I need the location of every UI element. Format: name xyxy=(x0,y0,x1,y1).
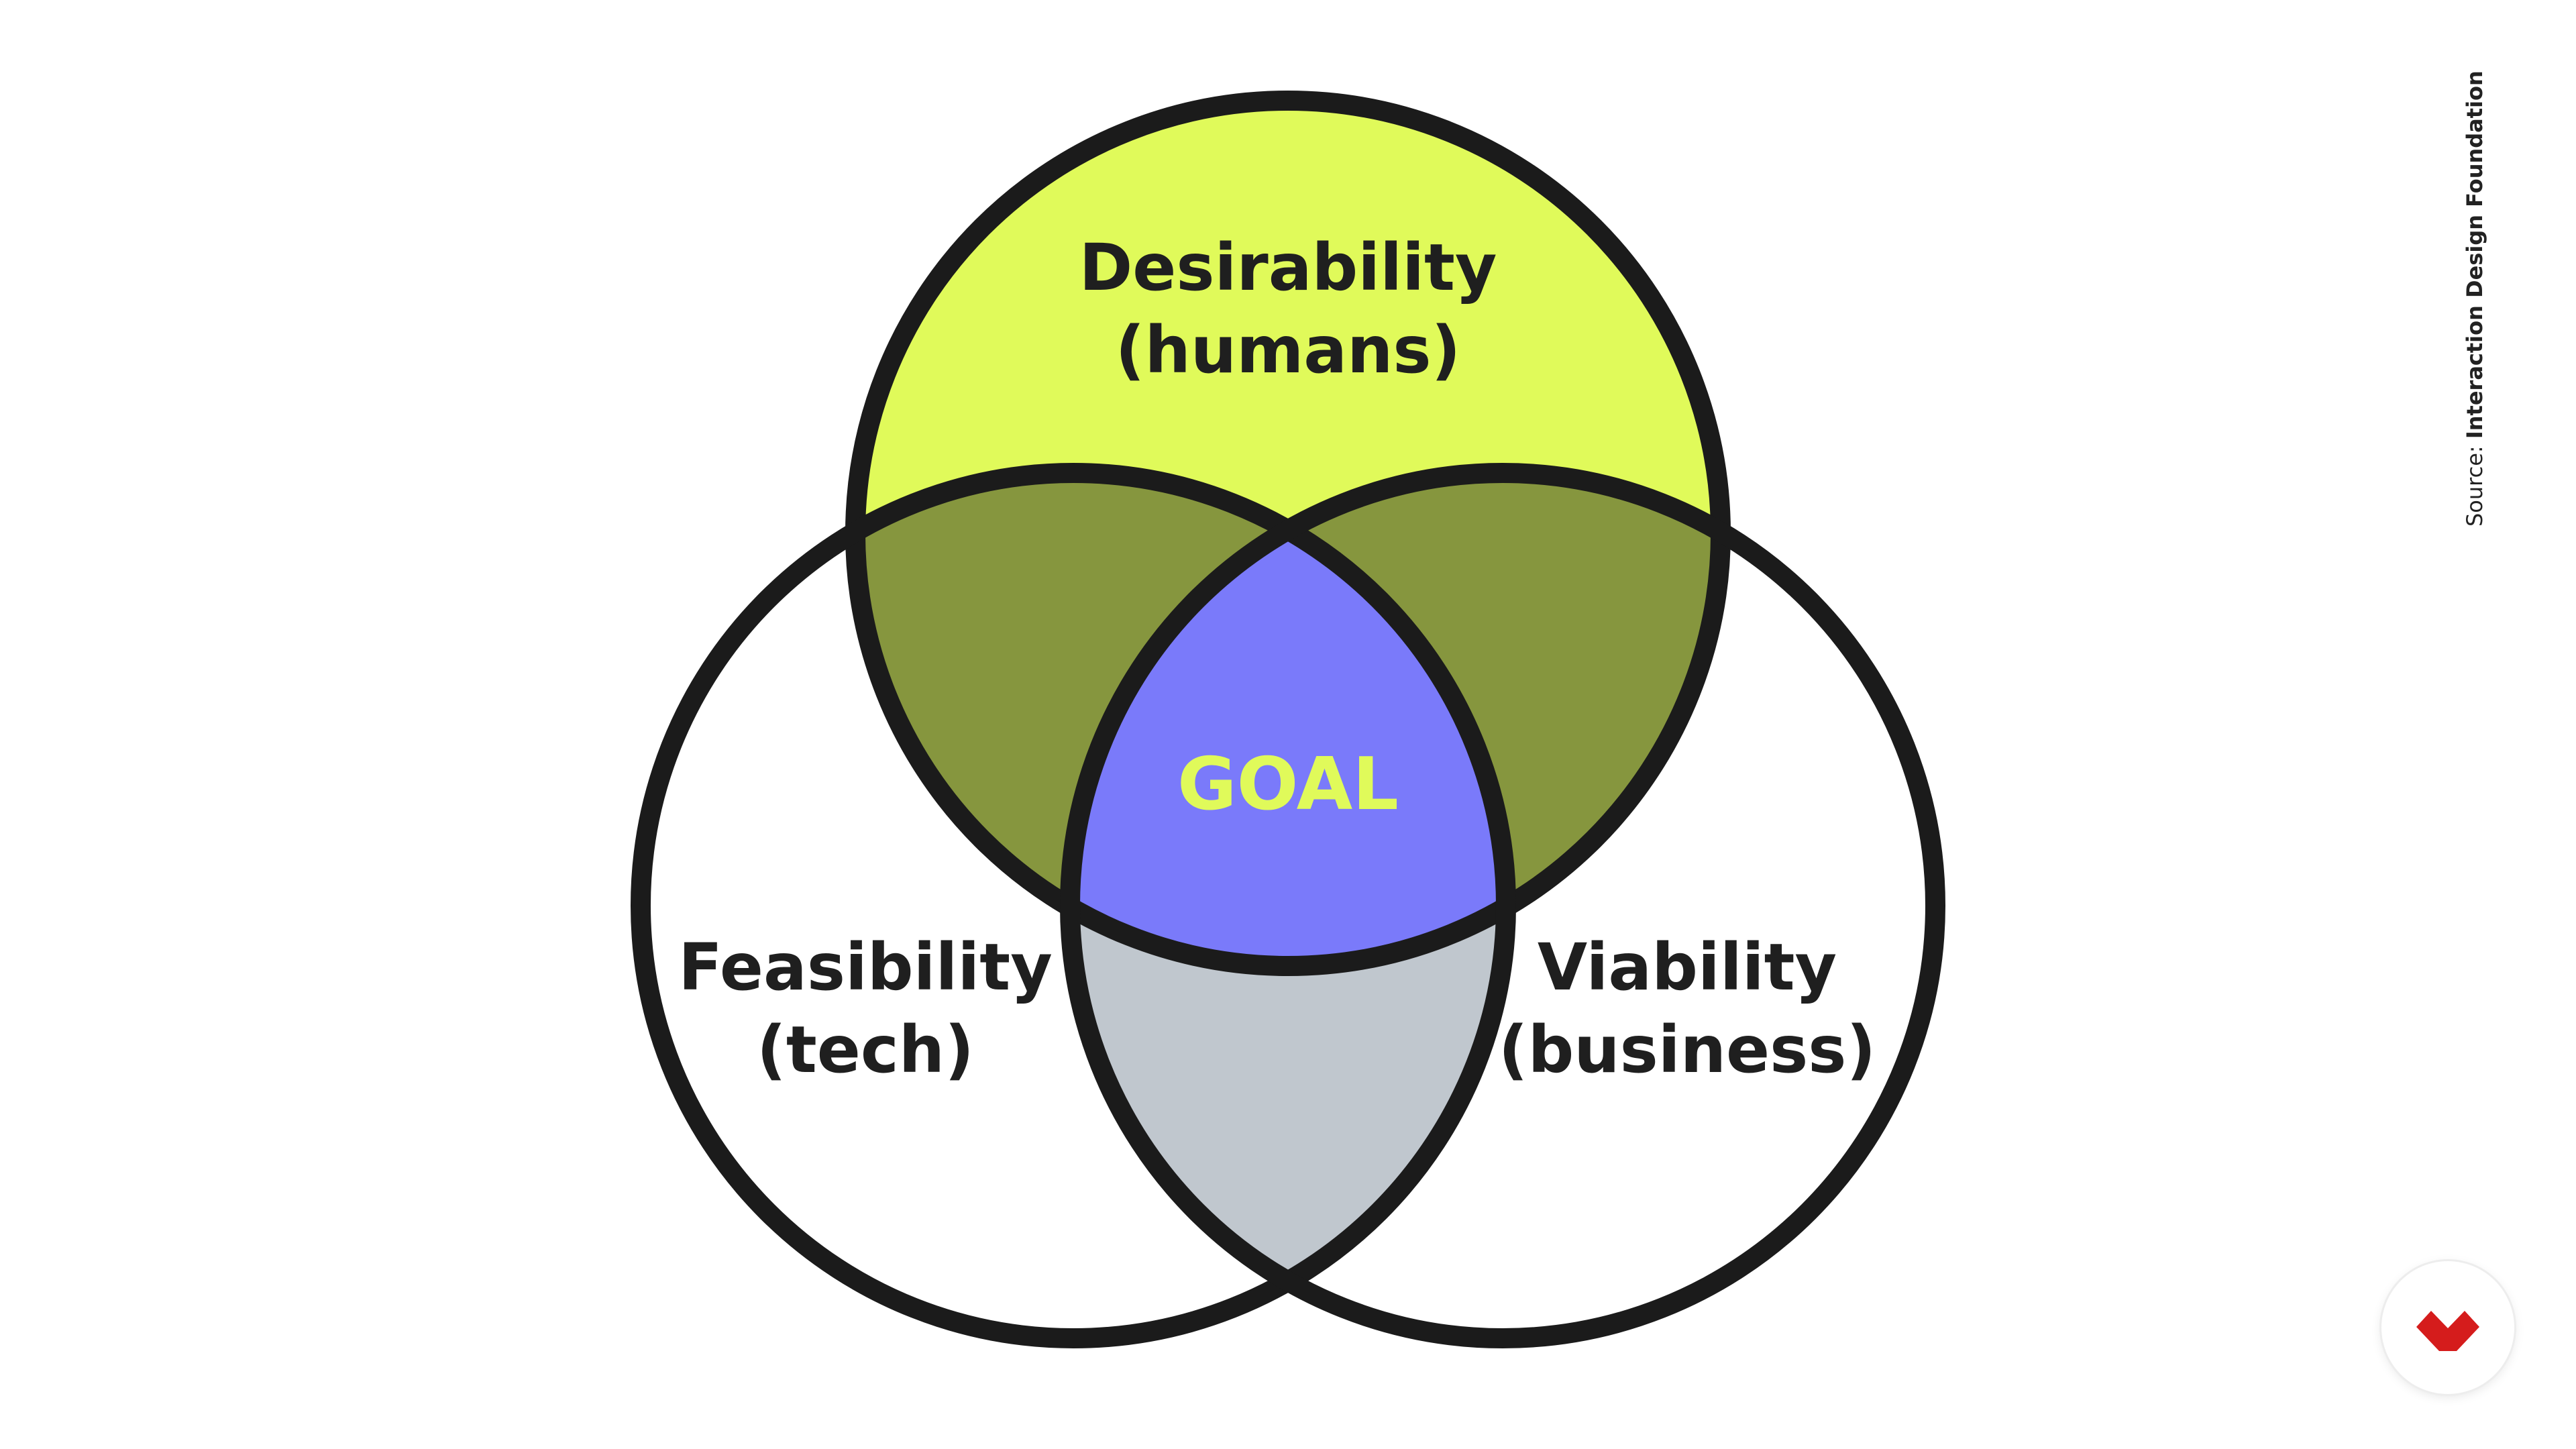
source-name: Interaction Design Foundation xyxy=(2462,70,2487,439)
feasibility-circle-outline xyxy=(631,463,1516,1348)
viability-circle-outline xyxy=(1060,463,1945,1348)
goal-label: GOAL xyxy=(1177,743,1399,826)
desirability-subtitle: (humans) xyxy=(1116,313,1461,388)
viability-title: Viability xyxy=(1538,930,1837,1005)
feasibility-title: Feasibility xyxy=(678,930,1053,1005)
source-prefix: Source: xyxy=(2462,439,2487,527)
viability-subtitle: (business) xyxy=(1499,1012,1876,1087)
brand-logo-icon xyxy=(2416,1311,2479,1351)
desirability-title: Desirability xyxy=(1079,230,1497,305)
brand-logo-badge[interactable] xyxy=(2381,1261,2514,1394)
source-credit: Source: Interaction Design Foundation xyxy=(2445,64,2487,527)
feasibility-subtitle: (tech) xyxy=(757,1012,974,1087)
